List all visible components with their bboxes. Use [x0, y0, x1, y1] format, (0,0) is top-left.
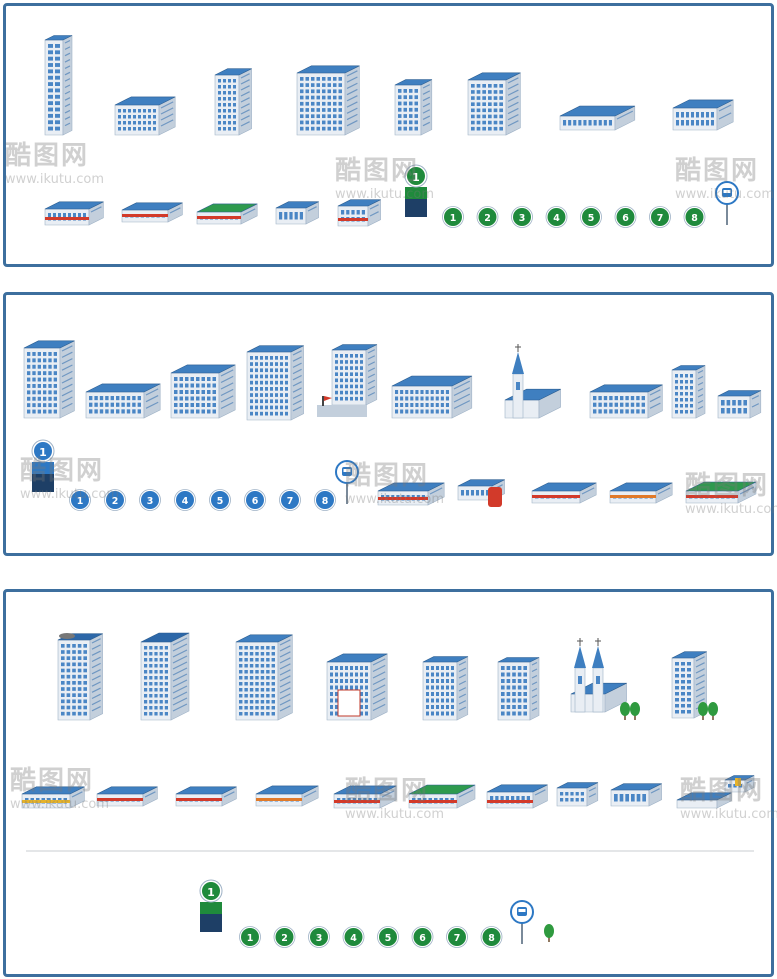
bank-icon [326, 653, 388, 721]
church-icon [504, 344, 561, 419]
store-icon [531, 482, 597, 504]
number-markers: 1 2 3 4 5 6 7 8 [69, 489, 336, 511]
cathedral-icon [570, 638, 640, 720]
number-marker-label: 7 [454, 933, 461, 944]
number-marker-label: 1 [77, 496, 84, 507]
office-icon [170, 364, 236, 419]
pin-label: 1 [412, 171, 420, 184]
number-markers: 1 2 3 4 5 6 7 8 [442, 206, 706, 228]
number-marker-label: 6 [622, 213, 629, 224]
green-roof-shop-icon [685, 481, 757, 504]
number-marker-label: 3 [147, 496, 154, 507]
school-icon [85, 383, 161, 419]
restaurant-icon [333, 785, 397, 809]
number-marker-label: 5 [217, 496, 224, 507]
number-marker-label: 2 [112, 496, 119, 507]
town-hall-icon [589, 384, 663, 419]
glass-tower-icon [57, 633, 103, 721]
hotel-tower-icon [214, 68, 252, 136]
office-tower-icon [467, 72, 521, 136]
green-roof-shop-icon [408, 784, 476, 809]
house-icon [610, 783, 662, 807]
house-icon [556, 782, 599, 807]
number-marker-label: 8 [691, 213, 698, 224]
apartment-icon [246, 345, 304, 421]
location-pin-icon: 1 [404, 164, 428, 217]
stadium-icon [559, 105, 636, 131]
bus-stop-icon [335, 460, 359, 504]
number-marker-label: 2 [281, 933, 288, 944]
bus-stop-icon [510, 900, 534, 944]
pin-label: 1 [207, 886, 215, 899]
green-roof-shop-icon [196, 203, 258, 225]
number-marker-label: 3 [316, 933, 323, 944]
house-icon [275, 201, 319, 225]
store-icon [96, 786, 158, 807]
skyscraper-icon [44, 35, 73, 136]
location-pin-icon: 1 [199, 879, 223, 932]
tower-icon [497, 657, 540, 721]
number-markers: 1 2 3 4 5 6 7 8 [239, 926, 503, 948]
number-marker-label: 5 [588, 213, 595, 224]
tower-icon [671, 365, 706, 419]
number-marker-label: 7 [657, 213, 664, 224]
hospital-icon [486, 784, 548, 809]
number-marker-label: 8 [488, 933, 495, 944]
bus-stop-icon [715, 181, 739, 225]
icon-panel-3 [3, 589, 774, 977]
hospital-icon [377, 482, 445, 506]
number-marker-label: 8 [322, 496, 329, 507]
office-block-icon [114, 96, 176, 136]
number-marker-label: 6 [419, 933, 426, 944]
warehouse-icon [672, 99, 734, 131]
curved-tower-icon [23, 340, 75, 419]
flag-building-icon [317, 344, 378, 417]
store-icon [121, 202, 183, 223]
glass-tower-icon [140, 632, 190, 721]
icon-panel-2 [3, 292, 774, 556]
number-marker-label: 4 [182, 496, 189, 507]
shop-icon [175, 786, 237, 807]
number-marker-label: 4 [553, 213, 560, 224]
number-marker-label: 6 [252, 496, 259, 507]
apartment-slab-icon [296, 65, 360, 136]
tower-icon [394, 79, 433, 136]
apartment-icon [422, 656, 469, 721]
pin-label: 1 [39, 446, 47, 459]
office-tower-icon [235, 634, 293, 721]
gas-station-icon [21, 786, 85, 809]
arena-icon [391, 375, 473, 419]
number-marker-label: 1 [450, 213, 457, 224]
station-icon [255, 785, 319, 807]
number-marker-label: 7 [287, 496, 294, 507]
port-icon [676, 775, 755, 809]
number-marker-label: 2 [484, 213, 491, 224]
number-marker-label: 3 [519, 213, 526, 224]
narrow-tower-icon [671, 651, 718, 720]
post-office-icon [457, 479, 505, 507]
location-pin-icon: 1 [31, 439, 55, 492]
station-icon [609, 482, 673, 504]
school-icon [337, 199, 381, 227]
house-icon [717, 390, 762, 419]
number-marker-label: 4 [350, 933, 357, 944]
number-marker-label: 1 [247, 933, 254, 944]
number-marker-label: 5 [385, 933, 392, 944]
tree-icon [544, 924, 554, 942]
hospital-icon [44, 201, 104, 226]
